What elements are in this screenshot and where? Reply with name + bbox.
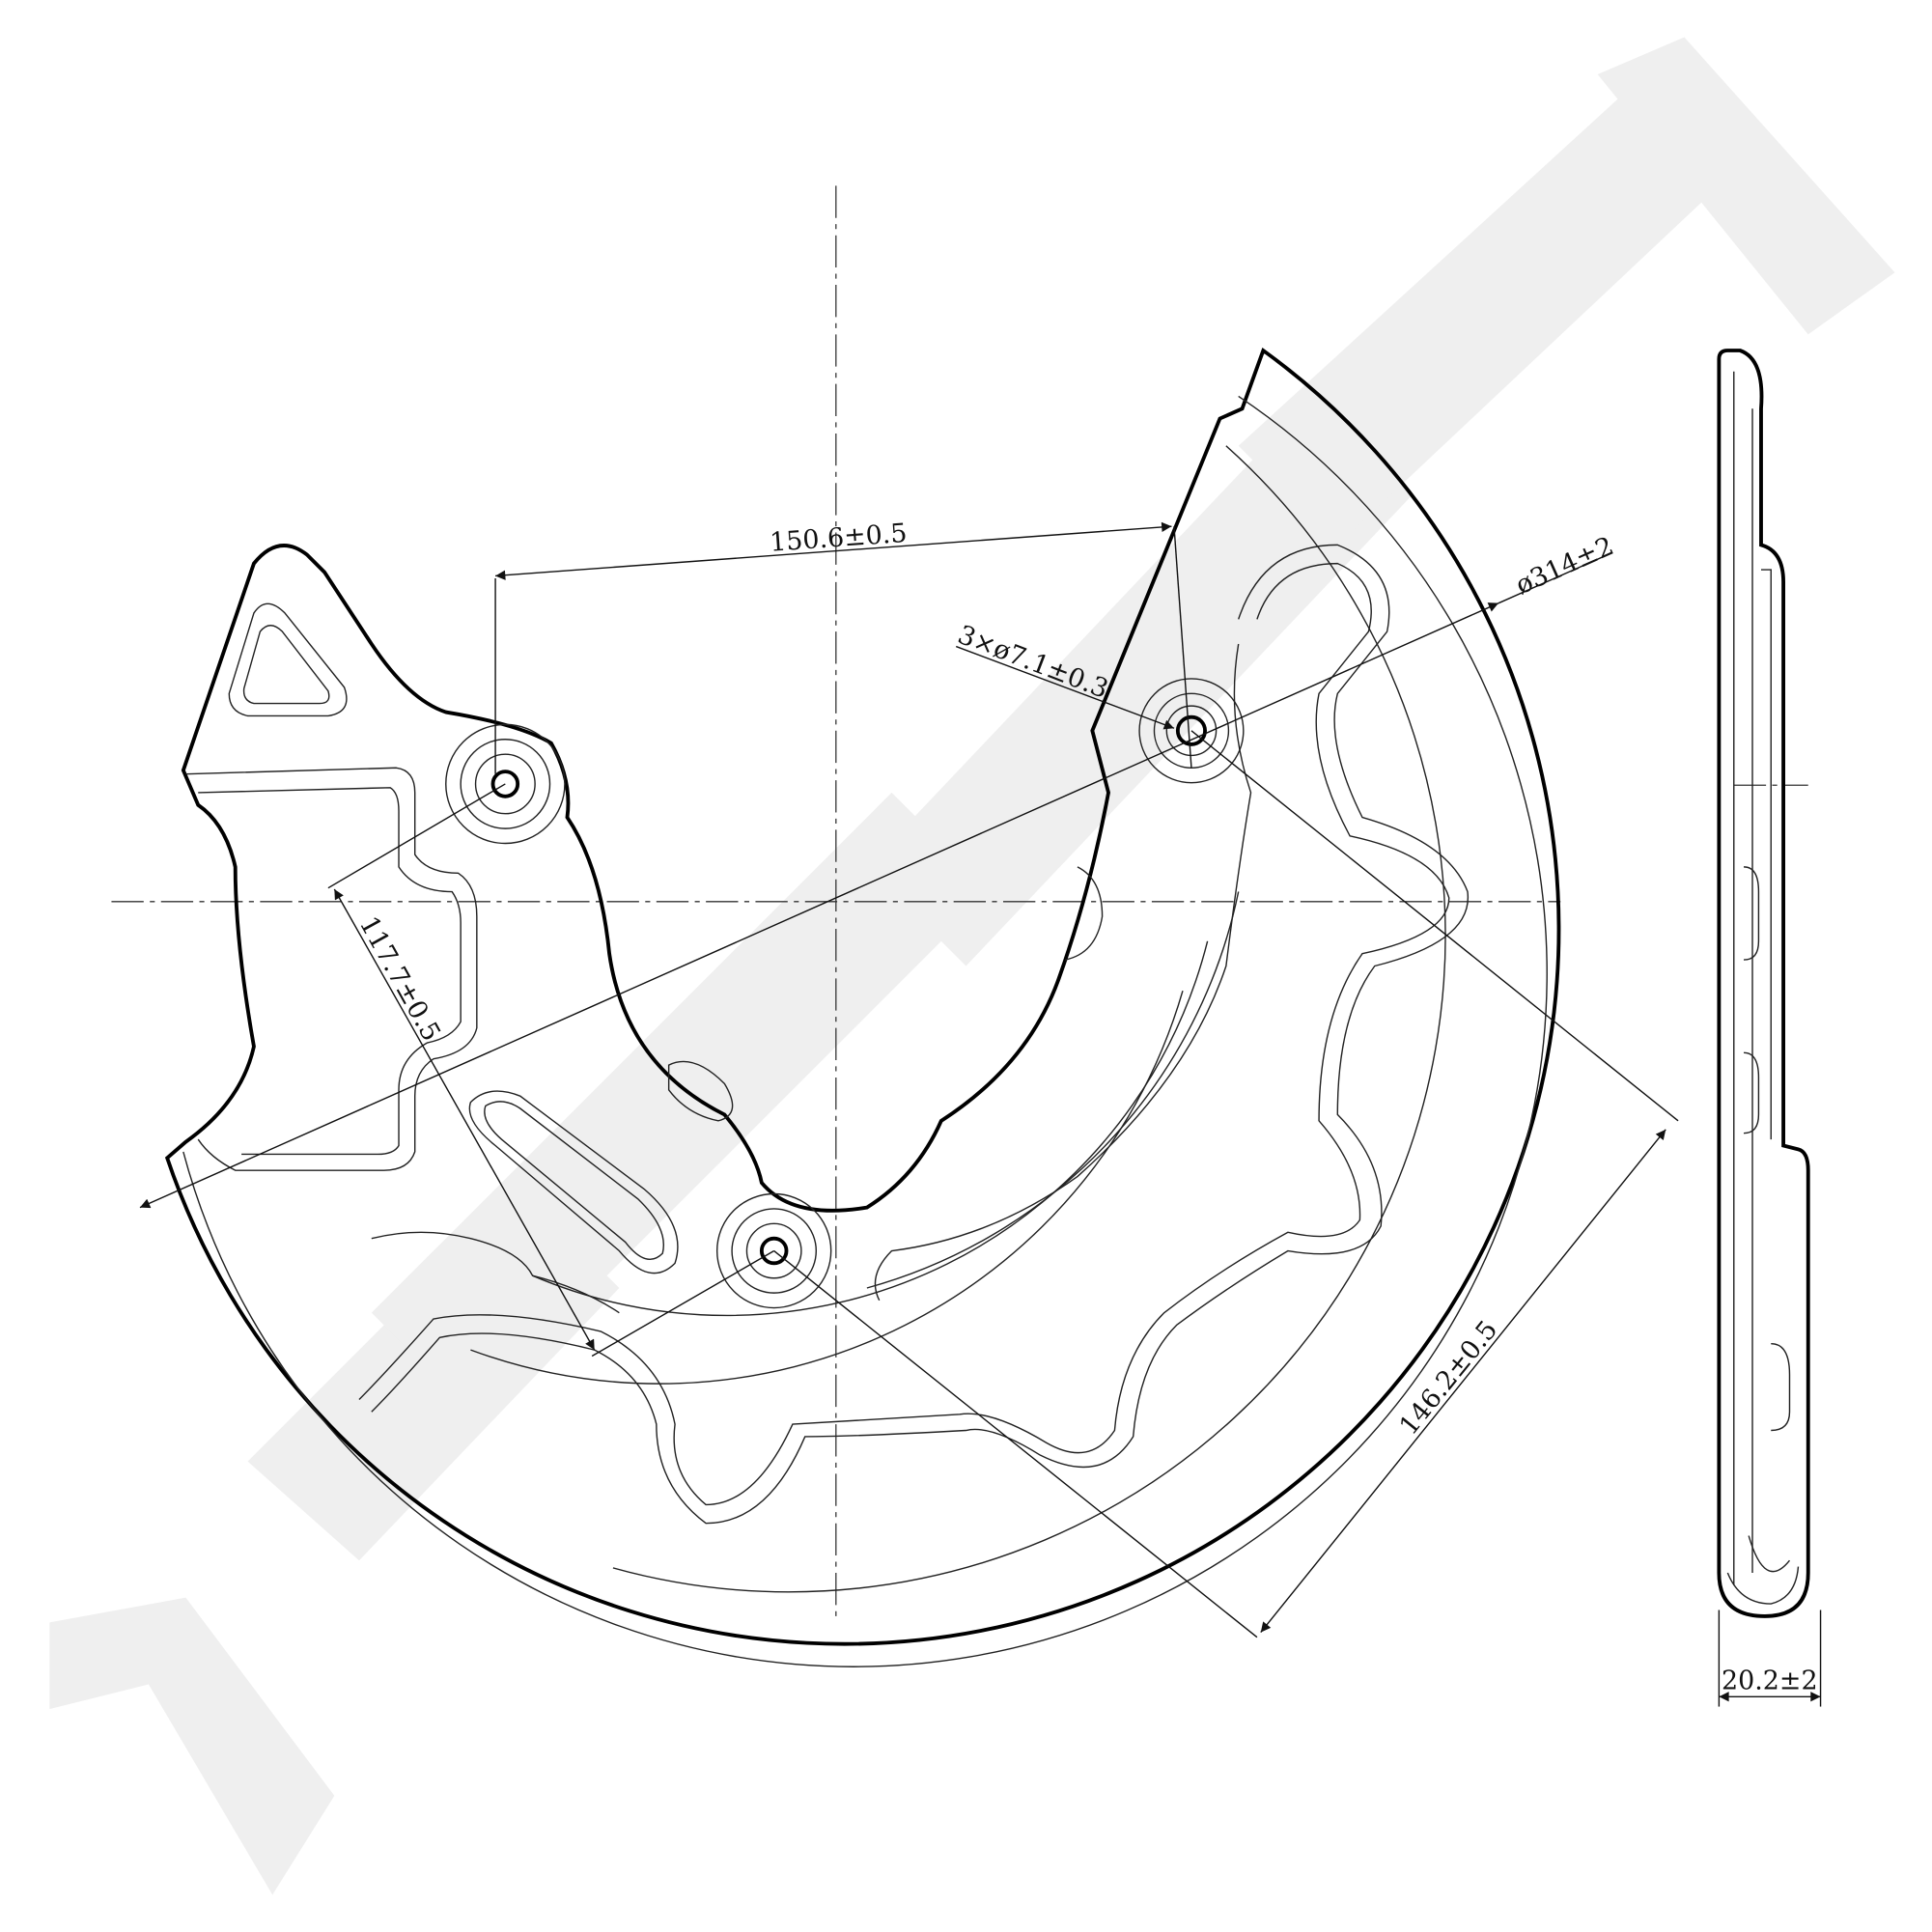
mounting-hole-left xyxy=(445,723,566,845)
dim-label-outer-diameter: ø314±2 xyxy=(1511,531,1618,601)
shield-side-view xyxy=(1717,349,1810,1618)
dim-label-thickness: 20.2±2 xyxy=(1722,1666,1818,1696)
dimension-lines xyxy=(139,521,1822,1707)
dim-label-hole-spacing-right: 146.2±0.5 xyxy=(1394,1315,1504,1441)
watermark xyxy=(49,37,1895,1895)
dim-label-hole-spacing-left: 117.7±0.5 xyxy=(353,911,446,1047)
dim-label-hole-spacing-top: 150.6±0.5 xyxy=(769,518,908,558)
